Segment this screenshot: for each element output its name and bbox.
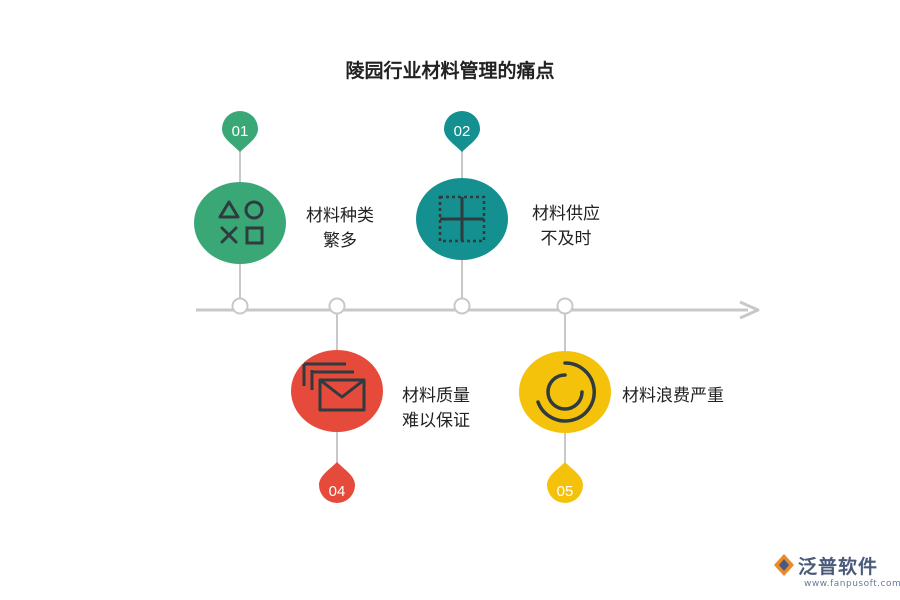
svg-text:02: 02 [454,123,471,140]
axis-node-01 [231,297,249,315]
logo-name: 泛普软件 [798,556,879,578]
item-04-ellipse [291,350,383,432]
marker-01: 01 [222,111,258,152]
marker-02: 02 [444,111,480,152]
svg-text:01: 01 [232,123,249,140]
circle-icon [536,361,596,423]
marker-05: 05 [547,462,583,503]
page-title: 陵园行业材料管理的痛点 [345,60,555,82]
brand-logo: 泛普软件 www.fanpusoft.com [772,550,900,594]
marker-04: 04 [319,462,355,503]
axis-node-05 [556,297,574,315]
axis-node-04 [328,297,346,315]
timeline-arrowhead [739,300,760,320]
item-02-label: 材料供应不及时 [532,204,600,249]
grid-icon [438,195,486,243]
axis-node-02 [453,297,471,315]
item-01-label: 材料种类繁多 [306,206,374,251]
svg-text:05: 05 [557,483,574,500]
logo-url: www.fanpusoft.com [804,579,900,589]
svg-text:04: 04 [329,483,346,500]
item-01-ellipse [194,182,286,264]
mail-icon [302,362,366,412]
item-05-label: 材料浪费严重 [622,386,724,406]
shapes-icon [218,200,264,245]
item-04-label: 材料质量难以保证 [402,386,470,431]
logo-icon [774,554,794,576]
